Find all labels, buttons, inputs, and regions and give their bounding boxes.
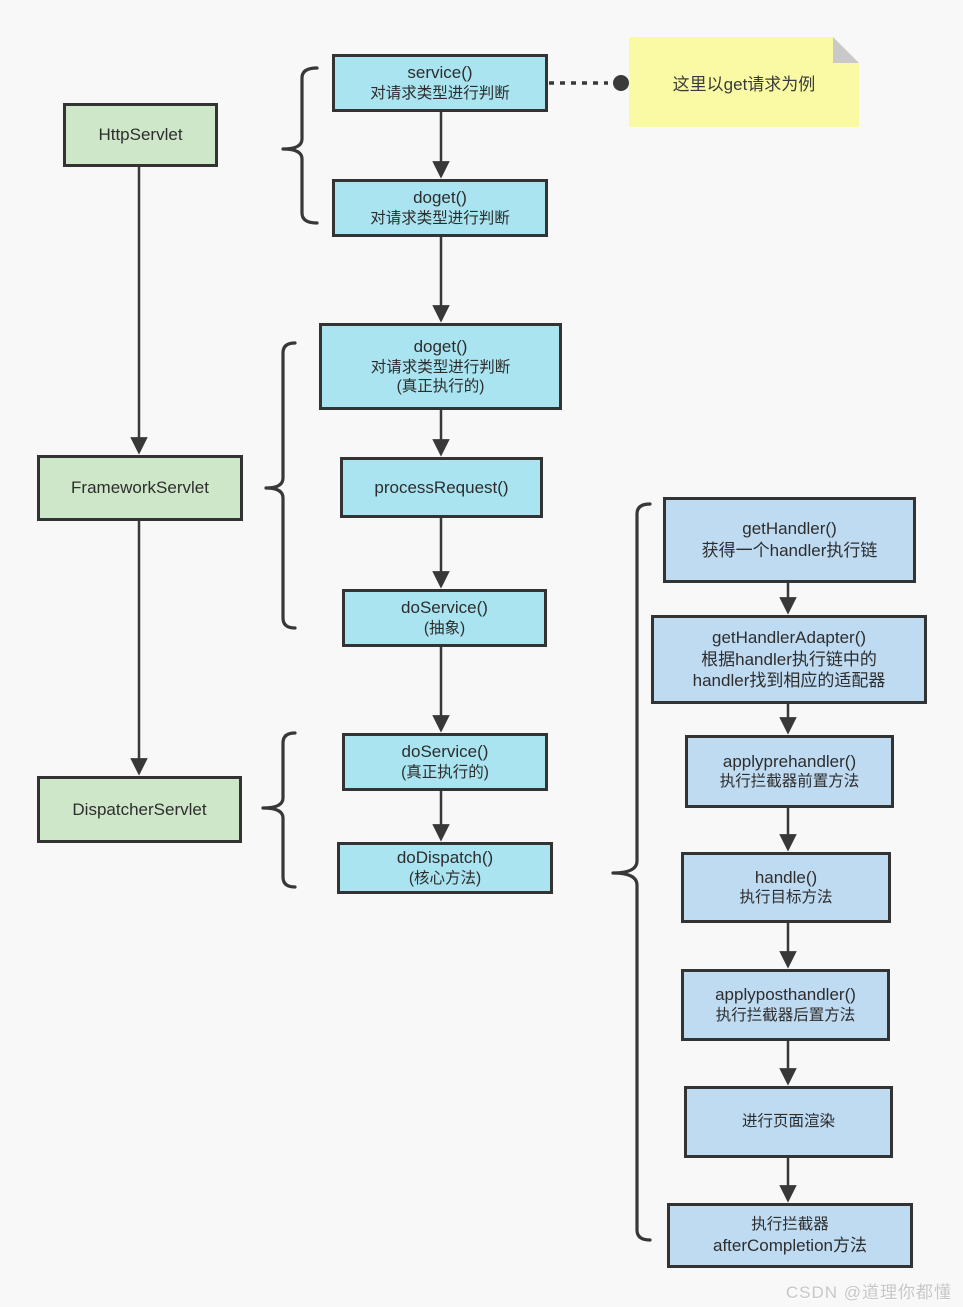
node-desc: 对请求类型进行判断 [370,358,511,376]
node-label: HttpServlet [98,125,183,145]
node-title: 进行页面渲染 [741,1113,835,1131]
node-processrequest: processRequest() [340,457,543,518]
node-label: FrameworkServlet [71,478,209,498]
node-desc: 对请求类型进行判断 [370,84,510,102]
node-dispatcherservlet: DispatcherServlet [37,776,242,843]
node-title: getHandlerAdapter() [711,627,867,647]
node-title: service() [407,63,473,83]
node-handle: handle() 执行目标方法 [681,852,891,923]
sticky-note: 这里以get请求为例 [629,37,859,127]
node-desc: (真正执行的) [396,378,485,396]
node-title: doget() [413,336,468,356]
node-desc: 对请求类型进行判断 [370,209,510,227]
node-gethandler: getHandler() 获得一个handler执行链 [663,497,916,583]
node-doget: doget() 对请求类型进行判断 [332,179,548,237]
node-title: handle() [754,867,818,887]
node-desc: afterCompletion方法 [712,1235,867,1255]
node-title: doService() [401,742,489,762]
node-desc: 执行拦截器前置方法 [719,773,860,791]
brace-dispatcherservlet [261,731,297,889]
node-doget-real: doget() 对请求类型进行判断 (真正执行的) [319,323,562,410]
node-aftercompletion: 执行拦截器 afterCompletion方法 [667,1203,913,1268]
node-title: doService() [401,598,488,618]
node-title: doget() [413,188,467,208]
node-label: DispatcherServlet [72,799,207,819]
node-desc: 根据handler执行链中的 [701,649,877,669]
node-title: applyprehandler() [722,751,857,771]
node-desc: 执行目标方法 [739,889,833,907]
node-doservice-abstract: doService() (抽象) [342,589,547,647]
node-dodispatch: doDispatch() (核心方法) [337,842,553,894]
node-service: service() 对请求类型进行判断 [332,54,548,112]
node-title: doDispatch() [396,848,494,868]
sticky-note-text: 这里以get请求为例 [672,74,816,94]
node-title: processRequest() [374,477,509,497]
node-title: getHandler() [742,519,837,539]
node-httpservlet: HttpServlet [63,103,218,167]
node-desc: (核心方法) [408,869,482,887]
node-applyposthandler: applyposthandler() 执行拦截器后置方法 [681,969,890,1041]
watermark: CSDN @道理你都懂 [785,1283,952,1302]
node-desc: (真正执行的) [401,763,489,781]
brace-frameworkservlet [264,341,297,630]
node-desc: 获得一个handler执行链 [701,541,878,560]
node-frameworkservlet: FrameworkServlet [37,455,243,521]
node-gethandleradapter: getHandlerAdapter() 根据handler执行链中的 handl… [651,615,927,704]
node-title: 执行拦截器 [751,1215,829,1233]
node-doservice-real: doService() (真正执行的) [342,733,548,791]
node-desc: handler找到相应的适配器 [692,671,886,691]
node-render-page: 进行页面渲染 [684,1086,893,1158]
node-title: applyposthandler() [715,985,856,1005]
node-applyprehandler: applyprehandler() 执行拦截器前置方法 [685,735,894,808]
note-dot [613,75,629,91]
node-desc: 执行拦截器后置方法 [715,1006,856,1024]
brace-httpservlet [281,66,319,225]
node-desc: (抽象) [423,619,466,637]
brace-dodispatch-steps [611,502,652,1242]
